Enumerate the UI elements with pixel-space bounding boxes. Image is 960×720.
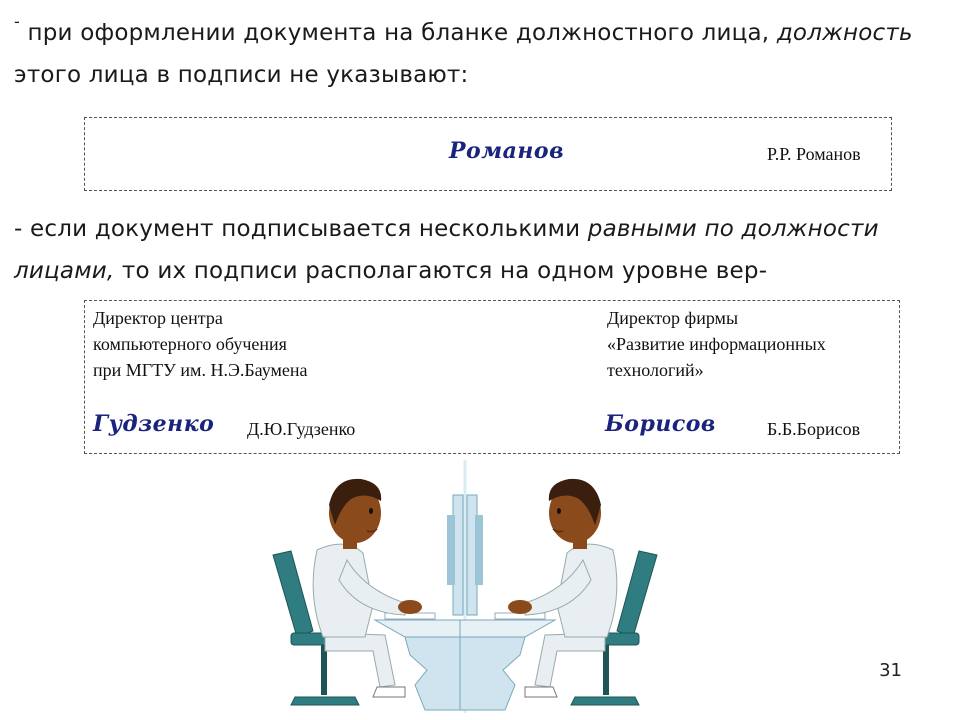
- signature-example-equal: Директор центра компьютерного обучения п…: [84, 300, 900, 454]
- handwritten-signature-left: Гудзенко: [93, 411, 215, 437]
- paragraph-text: - если документ подписывается нескольким…: [14, 216, 588, 242]
- signer-position-right: Директор фирмы «Развитие информационных …: [607, 308, 826, 380]
- worker-right: [459, 478, 658, 711]
- paragraph-italic-text: должность: [776, 20, 913, 46]
- signer-name-right: Б.Б.Борисов: [767, 419, 861, 439]
- worker-left: [272, 478, 471, 711]
- paragraph-text: то их подписи располагаются на одном уро…: [114, 258, 768, 284]
- paragraph-text: при оформлении документа на бланке должн…: [19, 20, 777, 46]
- paragraph-text: этого лица в подписи не указывают:: [14, 62, 469, 88]
- handwritten-signature-right: Борисов: [605, 411, 716, 437]
- page-number: 31: [879, 660, 902, 681]
- two-workers-illustration: [272, 460, 658, 713]
- paragraph-equal-signers-rule: - если документ подписывается нескольким…: [14, 208, 946, 292]
- handwritten-signature: Романов: [449, 138, 565, 164]
- paragraph-italic-text: равными по должности лицами,: [14, 216, 879, 284]
- bullet-dash: -: [14, 12, 20, 31]
- signer-name: Р.Р. Романов: [767, 144, 861, 164]
- signer-name-left: Д.Ю.Гудзенко: [247, 419, 356, 439]
- signer-position-left: Директор центра компьютерного обучения п…: [93, 308, 308, 380]
- signature-example-single: Романов Р.Р. Романов: [84, 117, 892, 191]
- paragraph-facsimile-rule: - при оформлении документа на бланке дол…: [14, 12, 946, 96]
